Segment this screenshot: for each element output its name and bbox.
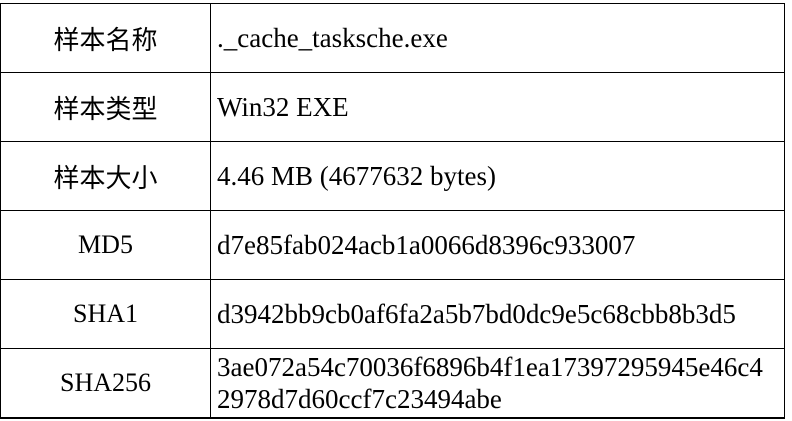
table-row-sample-type: 样本类型 Win32 EXE	[1, 73, 784, 142]
table-row-sha256: SHA256 3ae072a54c70036f6896b4f1ea1739729…	[1, 349, 784, 417]
row-label-md5: MD5	[1, 211, 211, 279]
table-row-sha1: SHA1 d3942bb9cb0af6fa2a5b7bd0dc9e5c68cbb…	[1, 280, 784, 349]
row-value-sample-name: ._cache_tasksche.exe	[217, 23, 448, 53]
row-value-sample-size: 4.46 MB (4677632 bytes)	[217, 161, 496, 191]
row-value-sample-type: Win32 EXE	[217, 92, 349, 122]
table-row-sample-name: 样本名称 ._cache_tasksche.exe	[1, 4, 784, 73]
table-row-sample-size: 样本大小 4.46 MB (4677632 bytes)	[1, 142, 784, 211]
row-label-sample-type: 样本类型	[1, 73, 211, 141]
row-value-md5: d7e85fab024acb1a0066d8396c933007	[217, 230, 636, 260]
row-value-sha1: d3942bb9cb0af6fa2a5b7bd0dc9e5c68cbb8b3d5	[217, 299, 736, 329]
row-label-sample-name: 样本名称	[1, 4, 211, 72]
table-row-md5: MD5 d7e85fab024acb1a0066d8396c933007	[1, 211, 784, 280]
row-label-sha256: SHA256	[1, 349, 211, 417]
row-label-sha1: SHA1	[1, 280, 211, 348]
row-label-sample-size: 样本大小	[1, 142, 211, 210]
sample-info-table: 样本名称 ._cache_tasksche.exe 样本类型 Win32 EXE…	[0, 3, 785, 419]
row-value-sha256: 3ae072a54c70036f6896b4f1ea17397295945e46…	[217, 352, 763, 414]
